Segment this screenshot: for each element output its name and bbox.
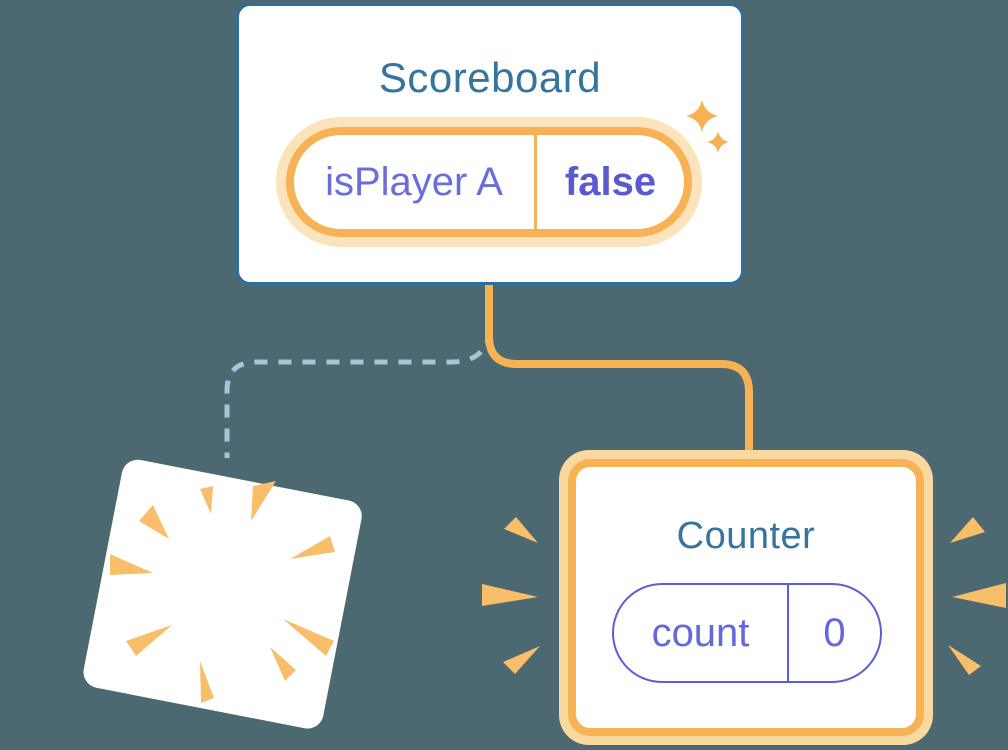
counter-card: Counter count 0 <box>559 450 933 745</box>
orange-connector-to-counter-card <box>485 284 753 452</box>
counter-title: Counter <box>676 515 816 557</box>
emphasis-burst-left-icon <box>482 517 540 674</box>
scoreboard-card: Scoreboard isPlayer A false <box>236 3 744 285</box>
state-value-label: false <box>564 159 657 204</box>
removed-card <box>80 457 365 732</box>
counter-key-label: count <box>614 585 789 681</box>
counter-value-label: 0 <box>823 610 846 655</box>
emphasis-burst-right-icon <box>948 517 1006 675</box>
scoreboard-title: Scoreboard <box>378 54 602 101</box>
scoreboard-state-pill: isPlayer A false <box>276 117 702 247</box>
state-key-label: isPlayer A <box>294 135 537 229</box>
dashed-connector-to-removed-card <box>224 329 493 458</box>
counter-state-pill: count 0 <box>612 583 882 683</box>
